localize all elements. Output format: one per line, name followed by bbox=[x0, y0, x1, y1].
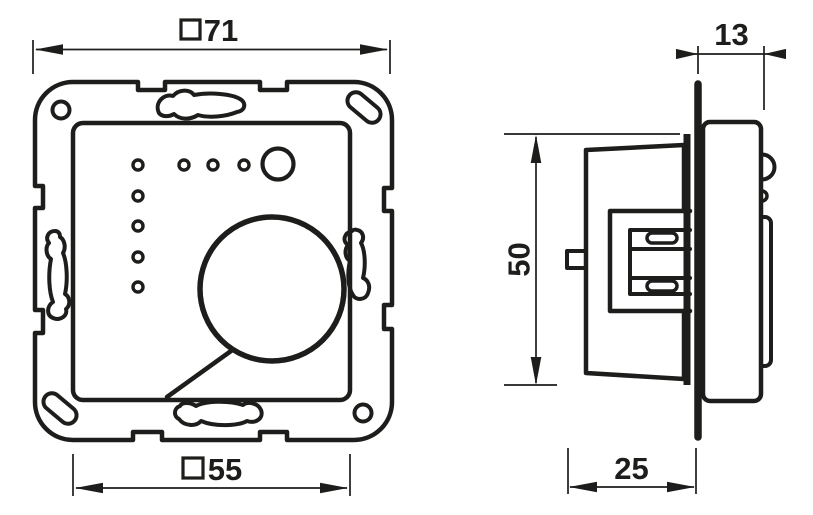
arrowhead-right bbox=[667, 481, 695, 493]
dimension-box-height: 50 bbox=[502, 133, 680, 386]
mounting-frame bbox=[32, 79, 395, 443]
led-dot bbox=[237, 158, 251, 172]
terminal-screw-slot bbox=[645, 279, 679, 293]
dimension-value: 50 bbox=[502, 242, 537, 276]
front-view bbox=[32, 79, 395, 443]
cover-plate bbox=[70, 120, 353, 403]
screw-slot-top-right bbox=[345, 90, 383, 125]
dimension-box-depth: 25 bbox=[567, 448, 697, 494]
led-dot bbox=[177, 158, 191, 172]
fixing-claw-tab bbox=[565, 249, 588, 270]
screw-slot-bottom-left bbox=[41, 391, 79, 426]
push-button bbox=[260, 146, 296, 182]
dimension-plate-width: 55 bbox=[72, 452, 351, 496]
knob-pointer-line bbox=[164, 348, 234, 400]
led-dot bbox=[131, 280, 145, 294]
dimension-annotations: 71 55 13 50 25 bbox=[32, 13, 786, 496]
led-dot bbox=[131, 250, 145, 264]
dimension-value: 55 bbox=[208, 452, 242, 487]
led-column bbox=[131, 158, 145, 294]
arrowhead-right bbox=[320, 482, 348, 494]
arrowhead-top bbox=[530, 135, 542, 163]
led-dot bbox=[206, 158, 220, 172]
claw-top bbox=[155, 88, 247, 121]
arrowhead-left bbox=[569, 481, 597, 493]
claw-left bbox=[44, 229, 72, 321]
rotary-knob bbox=[197, 214, 347, 364]
led-dot bbox=[131, 158, 145, 172]
square-symbol-icon bbox=[179, 18, 202, 41]
arrowhead-left bbox=[35, 44, 63, 55]
screw-hole-bottom-right bbox=[352, 402, 374, 424]
dimension-value: 13 bbox=[714, 17, 748, 52]
extension-lines bbox=[504, 133, 680, 386]
led-dot bbox=[131, 219, 145, 233]
arrowhead-bottom bbox=[530, 357, 542, 385]
dimension-frame-width: 71 bbox=[32, 13, 391, 74]
led-dot bbox=[131, 189, 145, 203]
arrowhead-left bbox=[75, 482, 103, 494]
extension-lines bbox=[32, 40, 391, 74]
side-view bbox=[565, 80, 777, 441]
arrowhead-right bbox=[360, 44, 388, 55]
led-row bbox=[177, 158, 251, 172]
claw-bottom bbox=[173, 399, 264, 428]
extension-lines bbox=[676, 46, 786, 110]
square-symbol-icon bbox=[181, 456, 205, 480]
dimension-value: 25 bbox=[614, 451, 648, 486]
dimension-value: 71 bbox=[204, 13, 238, 48]
dimension-front-depth: 13 bbox=[676, 17, 786, 110]
extension-lines bbox=[72, 454, 351, 496]
screw-hole-top-left bbox=[50, 99, 72, 121]
side-housing bbox=[700, 119, 764, 404]
arrowhead-left bbox=[676, 48, 698, 60]
terminal-screw-slot bbox=[645, 231, 679, 245]
terminal-block-inner bbox=[628, 228, 692, 296]
arrowhead-right bbox=[764, 48, 786, 60]
